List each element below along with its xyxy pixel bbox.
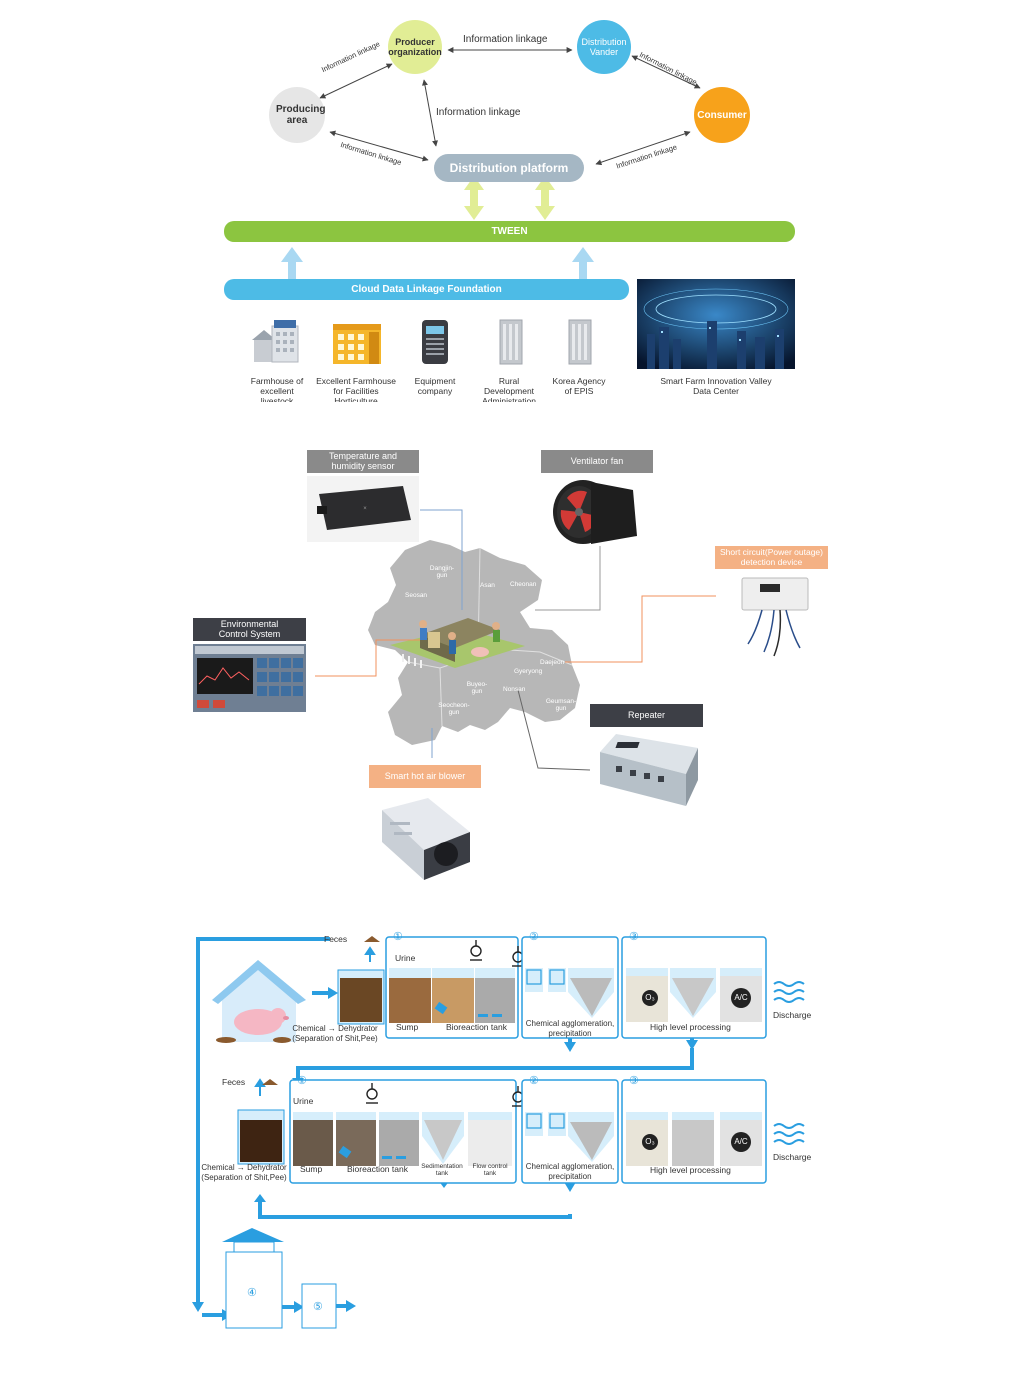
epis-building-icon <box>568 319 592 365</box>
region-label-daejeon: Daejeon <box>540 659 565 666</box>
cloud-foundation-bar: Cloud Data Linkage Foundation <box>224 279 629 300</box>
row1-urine-label: Urine <box>395 953 416 963</box>
rda-building-icon <box>499 319 523 365</box>
livestock-farmhouse-icon <box>252 320 299 363</box>
pig-barn-illustration <box>212 960 306 1043</box>
row1-step3-number: ③ <box>629 931 639 943</box>
region-label-cheonan: Cheonan <box>510 581 537 588</box>
row1-feces-label: Feces <box>324 934 348 944</box>
map-connectors <box>315 500 716 771</box>
row2-flow-control-label: Flow control tank <box>472 1163 508 1177</box>
entity-label-epis: Korea Agency of EPIS <box>552 376 606 396</box>
producing-area-node: Producing area <box>269 87 325 143</box>
row2-feces-label: Feces <box>222 1077 246 1087</box>
tag-temperature-sensor: Temperature and humidity sensor <box>307 450 419 473</box>
row1-step2-number: ② <box>529 931 539 943</box>
region-label-geumsan: Geumsan-gun <box>545 698 577 712</box>
ventilator-fan-image <box>541 476 653 546</box>
tag-short-circuit: Short circuit(Power outage) detection de… <box>715 546 828 569</box>
row1-dehydrator-label: Chemical → Dehydrator (Separation of Shi… <box>292 1024 378 1043</box>
row2-o3-label: O₃ <box>645 1137 655 1146</box>
region-label-seosan: Seosan <box>405 592 428 599</box>
producer-node: Producer organization <box>388 20 442 74</box>
row2-sedimentation-label: Sedimentation tank <box>421 1163 463 1177</box>
producing-area-label: Producing area <box>276 104 326 126</box>
row1-bioreaction-label: Bioreaction tank <box>446 1022 507 1032</box>
tag-ventilator-fan: Ventilator fan <box>541 450 653 473</box>
distribution-platform-bar: Distribution platform <box>434 154 584 182</box>
link-label-center: Information linkage <box>436 107 521 118</box>
row2-step2-number: ② <box>529 1075 539 1087</box>
row1-discharge-label: Discharge <box>773 1010 812 1020</box>
environmental-control-image <box>193 644 306 712</box>
row2-discharge-label: Discharge <box>773 1152 812 1162</box>
entity-label-rda: Rural Development Administration <box>482 376 536 402</box>
row2-bioreaction-label: Bioreaction tank <box>347 1164 408 1174</box>
tween-bar: TWEEN <box>224 221 795 242</box>
data-center-label: Smart Farm Innovation Valley Data Center <box>660 376 772 396</box>
row1-o3-label: O₃ <box>645 993 655 1002</box>
entity-label-horticulture: Excellent Farmhouse for Facilities Horti… <box>316 376 396 402</box>
consumer-label: Consumer <box>697 109 747 121</box>
region-label-seocheon: Seocheon-gun <box>438 702 470 716</box>
farm-scene-illustration <box>390 618 525 668</box>
row2-step1-number: ① <box>297 1075 307 1087</box>
row1-sump-label: Sump <box>396 1022 419 1032</box>
row2-sump-label: Sump <box>300 1164 323 1174</box>
step4-number: ④ <box>247 1287 257 1299</box>
region-label-gyeryong: Gyeryong <box>514 668 543 675</box>
region-label-taean: Taean-gun <box>373 583 393 597</box>
tag-hot-air-blower: Smart hot air blower <box>369 765 481 788</box>
link-label-top: Information linkage <box>463 34 548 45</box>
row1-chemical-label: Chemical agglomeration, precipitation <box>525 1019 615 1038</box>
equipment-icon <box>422 320 448 364</box>
distribution-vander-label: Distribution Vander <box>581 37 627 57</box>
distribution-vander-node: Distribution Vander <box>577 20 631 74</box>
entity-label-equipment: Equipment company <box>414 376 456 396</box>
tag-repeater: Repeater <box>590 704 703 727</box>
row2-step3-number: ③ <box>629 1075 639 1087</box>
horticulture-farmhouse-icon <box>333 324 381 364</box>
region-label-nonsan: Nonsan <box>503 686 526 693</box>
step5-number: ⑤ <box>313 1301 323 1313</box>
row2-dehydrator-label: Chemical → Dehydrator (Separation of Shi… <box>201 1163 287 1182</box>
row2-chemical-label: Chemical agglomeration, precipitation <box>525 1162 615 1181</box>
region-label-buyeo: Buyeo-gun <box>466 681 488 695</box>
row2-high-level-label: High level processing <box>650 1165 731 1175</box>
repeater-image <box>600 734 698 806</box>
row1-ac-label: A/C <box>734 993 748 1002</box>
row1-step1-number: ① <box>393 931 403 943</box>
short-circuit-device-image <box>741 577 809 657</box>
data-center-image <box>637 279 795 369</box>
region-label-dangjin: Dangjin-gun <box>429 565 455 579</box>
row2-urine-label: Urine <box>293 1096 314 1106</box>
row2-ac-label: A/C <box>734 1137 748 1146</box>
region-label-asan: Asan <box>480 582 495 589</box>
producer-label: Producer organization <box>388 37 442 57</box>
hot-air-blower-image <box>382 798 470 880</box>
consumer-node: Consumer <box>694 87 750 143</box>
process-flow-lines <box>192 936 805 1329</box>
temperature-sensor-image: × <box>307 476 419 542</box>
entity-label-livestock: Farmhouse of excellent livestock <box>250 376 304 402</box>
svg-text:×: × <box>363 506 367 512</box>
tag-environmental-control: Environmental Control System <box>193 618 306 641</box>
row1-high-level-label: High level processing <box>650 1022 731 1032</box>
